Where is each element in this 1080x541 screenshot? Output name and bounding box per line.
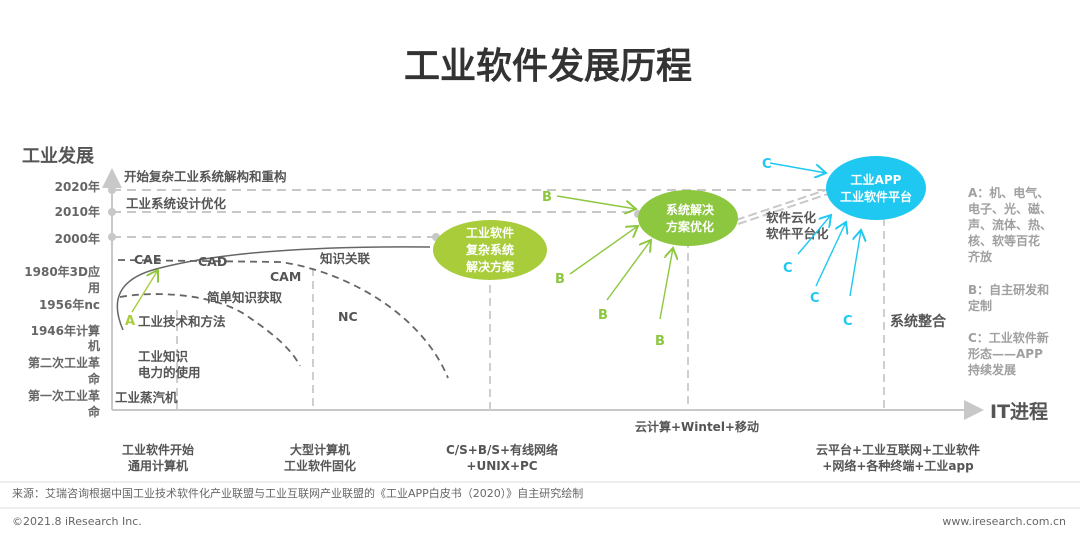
label-electricity: 电力的使用 xyxy=(138,365,201,380)
label-tech-methods: 工业技术和方法 xyxy=(138,314,226,329)
label-b: B xyxy=(598,308,608,323)
svg-text:工业软件: 工业软件 xyxy=(466,225,514,240)
y-axis-label: 工业发展 xyxy=(22,145,95,167)
svg-text:核、软等百花: 核、软等百花 xyxy=(968,233,1040,248)
y-tick: 用 xyxy=(87,281,100,295)
svg-text:A：机、电气、: A：机、电气、 xyxy=(968,185,1049,200)
stage-label: 云平台+工业互联网+工业软件 xyxy=(816,442,980,457)
label-steam: 工业蒸汽机 xyxy=(115,390,178,405)
label-platform: 软件平台化 xyxy=(766,226,829,241)
svg-text:声、流体、热、: 声、流体、热、 xyxy=(967,217,1052,232)
annotation-top1: 开始复杂工业系统解构和重构 xyxy=(124,169,287,184)
label-c: C xyxy=(810,291,820,306)
x-axis-label: IT进程 xyxy=(990,401,1048,423)
node-system-optimization: 系统解决 方案优化 xyxy=(638,190,738,246)
svg-text:解决方案: 解决方案 xyxy=(466,259,515,274)
y-tick: 第二次工业革 xyxy=(28,355,100,370)
label-c: C xyxy=(783,261,793,276)
y-tick: 2000年 xyxy=(55,231,100,246)
stage-label: 大型计算机 xyxy=(290,442,350,457)
y-tick: 1956年nc xyxy=(39,297,100,312)
stage-label: C/S+B/S+有线网络 xyxy=(446,442,558,457)
copyright: ©2021.8 iResearch Inc. xyxy=(12,515,142,528)
svg-text:定制: 定制 xyxy=(968,298,992,313)
svg-text:方案优化: 方案优化 xyxy=(666,219,714,234)
svg-text:复杂系统: 复杂系统 xyxy=(465,242,514,257)
label-b: B xyxy=(555,272,565,287)
svg-text:电子、光、磁、: 电子、光、磁、 xyxy=(968,201,1052,216)
a-arrow xyxy=(131,270,158,313)
svg-text:C：工业软件新: C：工业软件新 xyxy=(968,330,1049,345)
node-link xyxy=(735,185,841,225)
stage-label: 通用计算机 xyxy=(128,458,188,473)
y-tick: 2010年 xyxy=(55,204,100,219)
label-cam: CAM xyxy=(270,269,301,284)
annotation-top2: 工业系统设计优化 xyxy=(126,196,227,211)
label-industrial-knowledge: 工业知识 xyxy=(138,349,189,364)
y-tick: 1980年3D应 xyxy=(24,264,100,279)
label-b: B xyxy=(655,334,665,349)
label-simple-knowledge: 简单知识获取 xyxy=(207,290,283,305)
legend: A：机、电气、 电子、光、磁、 声、流体、热、 核、软等百花 齐放 B：自主研发… xyxy=(967,185,1052,377)
label-c: C xyxy=(762,157,772,172)
website: www.iresearch.com.cn xyxy=(942,515,1066,528)
label-cae: CAE xyxy=(134,252,161,267)
svg-text:持续发展: 持续发展 xyxy=(968,362,1016,377)
y-tick: 第一次工业革 xyxy=(28,388,100,403)
source-note: 来源：艾瑞咨询根据中国工业技术软件化产业联盟与工业互联网产业联盟的《工业APP白… xyxy=(12,486,583,500)
page-title: 工业软件发展历程 xyxy=(404,46,692,87)
simple-knowledge-curve xyxy=(119,293,301,367)
label-cad: CAD xyxy=(198,254,227,269)
svg-text:形态——APP: 形态——APP xyxy=(968,346,1043,361)
label-cloud: 软件云化 xyxy=(766,210,817,225)
stage-label: +UNIX+PC xyxy=(466,459,537,473)
svg-text:B：自主研发和: B：自主研发和 xyxy=(968,282,1049,297)
stage-label: 云计算+Wintel+移动 xyxy=(635,419,759,434)
label-b: B xyxy=(542,190,552,205)
node-complex-system: 工业软件 复杂系统 解决方案 xyxy=(433,220,547,280)
stage-label: 工业软件固化 xyxy=(284,458,356,473)
label-a: A xyxy=(125,314,135,329)
y-tick: 机 xyxy=(88,338,100,353)
stage-label: 工业软件开始 xyxy=(122,442,194,457)
label-integration: 系统整合 xyxy=(890,313,947,330)
y-tick: 2020年 xyxy=(55,179,100,194)
stage-label: +网络+各种终端+工业app xyxy=(822,458,974,473)
cae-cad-cam-curve xyxy=(117,259,449,379)
label-knowledge-link: 知识关联 xyxy=(319,251,371,266)
y-tick: 命 xyxy=(87,404,101,419)
y-ticks: 2020年 2010年 2000年 1980年3D应 用 1956年nc 194… xyxy=(24,179,101,419)
svg-text:系统解决: 系统解决 xyxy=(666,202,715,217)
svg-text:工业软件平台: 工业软件平台 xyxy=(840,189,912,204)
svg-text:齐放: 齐放 xyxy=(968,249,993,264)
svg-text:工业APP: 工业APP xyxy=(851,172,902,187)
y-tick: 命 xyxy=(87,371,101,386)
label-c: C xyxy=(843,314,853,329)
y-tick: 1946年计算 xyxy=(31,323,100,338)
label-nc: NC xyxy=(338,309,358,324)
node-industrial-app: 工业APP 工业软件平台 xyxy=(826,156,926,220)
